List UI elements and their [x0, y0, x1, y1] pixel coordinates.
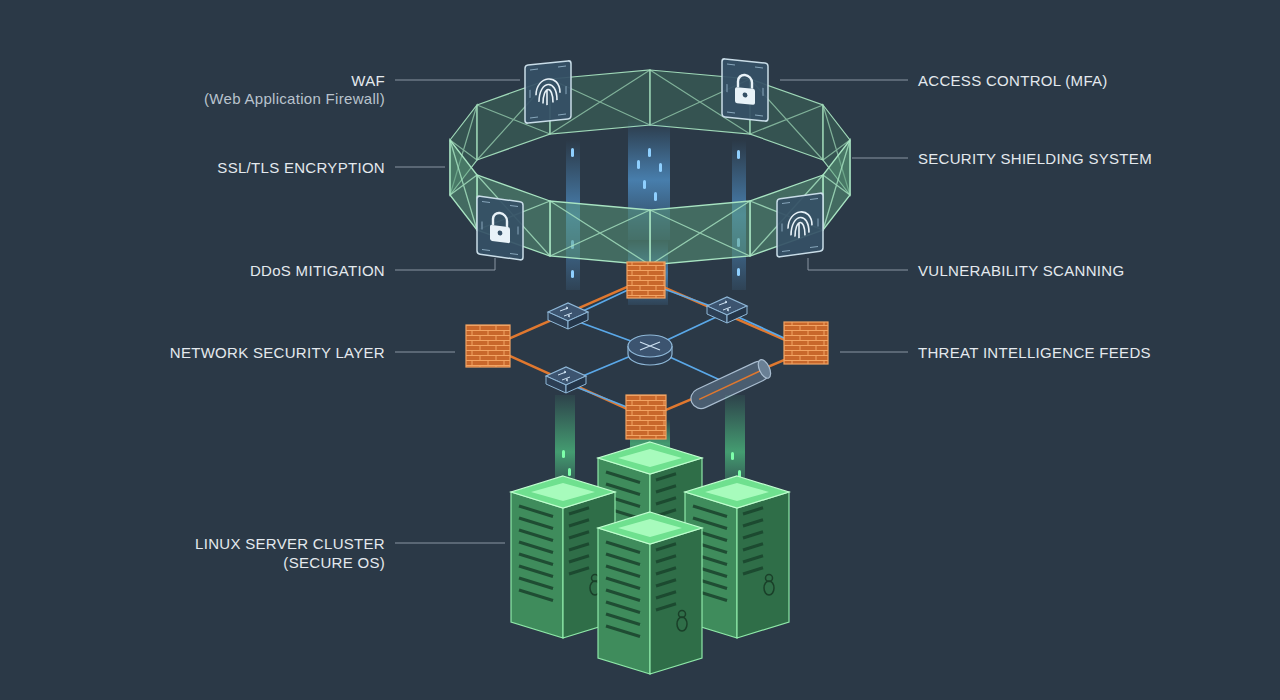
callout-label: THREAT INTELLIGENCE FEEDS	[918, 343, 1151, 362]
callout-label: NETWORK SECURITY LAYER	[170, 343, 385, 362]
light-beam	[725, 395, 745, 490]
waf-panel	[525, 61, 571, 124]
light-beam	[555, 395, 575, 490]
callout-label: SSL/TLS ENCRYPTION	[217, 158, 385, 177]
leader-line	[840, 352, 908, 353]
firewall-wall	[626, 395, 666, 439]
firewall-wall	[784, 322, 828, 364]
leader-line	[808, 258, 908, 270]
leader-line	[780, 80, 908, 81]
shield-ring-front	[450, 140, 850, 265]
leader-line	[395, 352, 455, 353]
callout-label: ACCESS CONTROL (MFA)	[918, 71, 1108, 90]
firewall-wall	[466, 325, 510, 367]
ssl-panel	[477, 196, 523, 260]
leader-lines	[395, 80, 908, 543]
callout-label: LINUX SERVER CLUSTER (SECURE OS)	[170, 534, 385, 572]
firewall-wall	[627, 262, 665, 298]
leader-line	[395, 80, 520, 81]
leader-line	[395, 543, 505, 544]
callout-label: WAF	[351, 71, 385, 90]
leader-line	[395, 258, 495, 270]
router	[628, 335, 672, 365]
access-panel	[722, 59, 768, 122]
callout-label: DDoS MITIGATION	[250, 261, 385, 280]
network-links	[566, 282, 806, 415]
callout-label: VULNERABILITY SCANNING	[918, 261, 1124, 280]
callout-label: SECURITY SHIELDING SYSTEM	[918, 149, 1152, 168]
shield-facet-lines	[450, 140, 850, 265]
server-cluster	[511, 442, 789, 674]
scan-panel	[777, 193, 823, 257]
leader-line	[395, 167, 445, 168]
leader-line	[852, 158, 908, 159]
callout-label: (Web Application Firewall)	[204, 89, 385, 108]
